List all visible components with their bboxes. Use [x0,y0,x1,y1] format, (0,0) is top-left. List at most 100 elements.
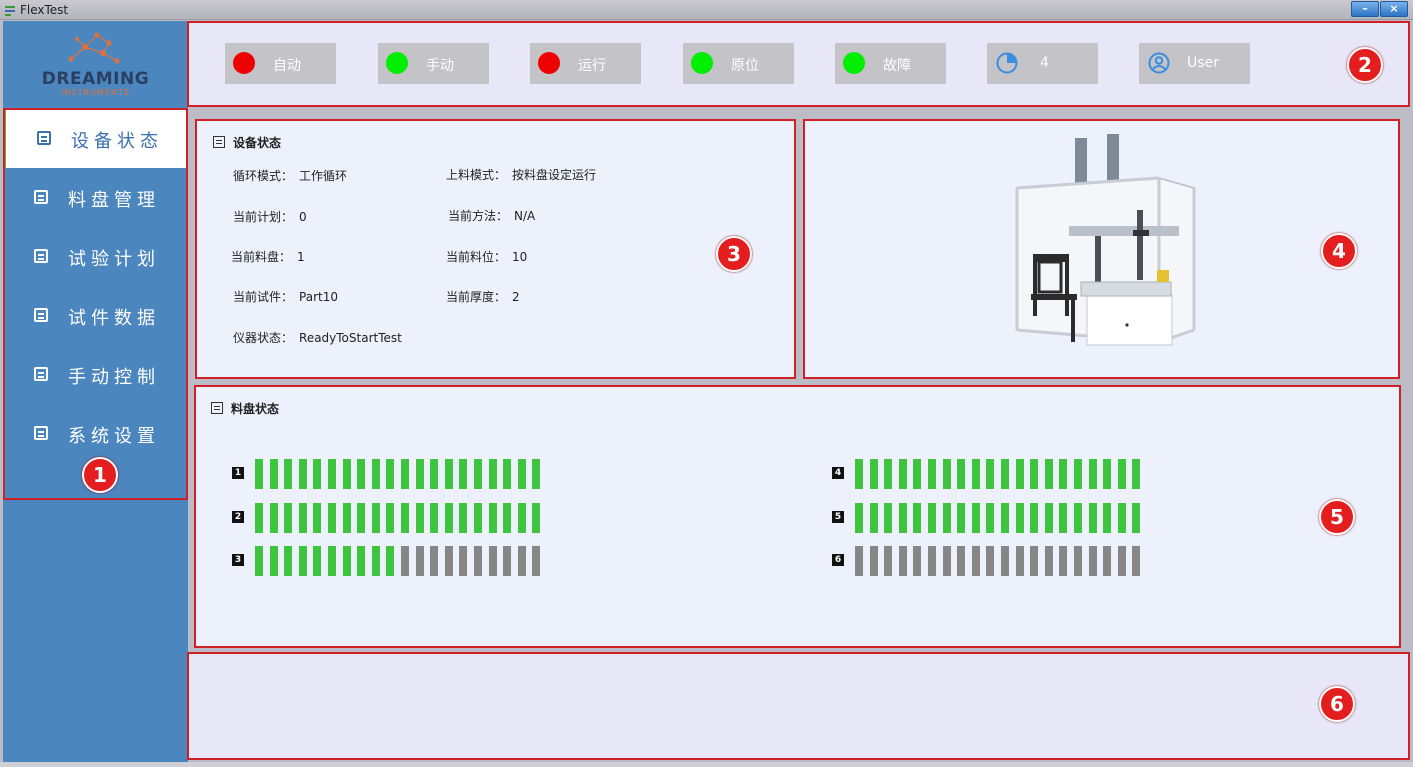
tray-slot[interactable] [1015,459,1024,489]
tray-slot[interactable] [1088,459,1097,489]
tray-slot[interactable] [269,459,278,489]
tray-slot[interactable] [928,459,936,489]
tray-slot[interactable] [913,459,922,489]
tray-slot[interactable] [1059,459,1068,489]
sidebar-item-specimen-data[interactable]: 试件数据 [3,286,188,345]
tray-slot[interactable] [1074,503,1082,533]
tray-slot[interactable] [459,503,468,533]
tray-slot[interactable] [503,546,512,576]
tray-slot[interactable] [342,459,351,489]
tray-slot[interactable] [942,503,951,533]
tray-slot[interactable] [415,459,424,489]
tray-slot[interactable] [898,546,907,576]
tray-slot[interactable] [1103,546,1112,576]
tray-slot[interactable] [255,546,263,576]
tray-slot[interactable] [532,503,541,533]
tray-slot[interactable] [386,546,395,576]
tray-slot[interactable] [971,459,980,489]
tray-slot[interactable] [298,546,307,576]
tray-slot[interactable] [1132,503,1141,533]
tray-slot[interactable] [928,503,936,533]
tray-slot[interactable] [913,546,922,576]
tray-slot[interactable] [1117,503,1126,533]
tray-slot[interactable] [357,546,366,576]
tray-slot[interactable] [313,503,322,533]
tray-slot[interactable] [328,503,336,533]
tray-slot[interactable] [1044,503,1053,533]
tray-slot[interactable] [371,503,380,533]
tray-slot[interactable] [855,459,863,489]
tray-slot[interactable] [1088,546,1097,576]
tray-slot[interactable] [1103,503,1112,533]
indicator-auto[interactable]: 自动 [225,43,336,84]
tray-slot[interactable] [1117,459,1126,489]
tray-slot[interactable] [1074,459,1082,489]
tray-slot[interactable] [430,546,439,576]
tray-slot[interactable] [855,503,863,533]
tray-slot[interactable] [1001,459,1009,489]
tray-slot[interactable] [517,459,526,489]
tray-slot[interactable] [1059,546,1068,576]
tray-slot[interactable] [430,459,439,489]
tray-slot[interactable] [928,546,936,576]
tray-slot[interactable] [532,546,541,576]
tray-slot[interactable] [1001,503,1009,533]
user-button[interactable]: User [1139,43,1250,84]
tray-slot[interactable] [1030,503,1039,533]
tray-slot[interactable] [284,503,293,533]
tray-slot[interactable] [1074,546,1082,576]
tray-slot[interactable] [1088,503,1097,533]
tray-slot[interactable] [913,503,922,533]
tray-slot[interactable] [371,459,380,489]
tray-slot[interactable] [884,546,893,576]
tray-slot[interactable] [503,503,512,533]
tray-slot[interactable] [415,546,424,576]
tray-slot[interactable] [971,546,980,576]
tray-slot[interactable] [1001,546,1009,576]
tray-slot[interactable] [898,459,907,489]
tray-slot[interactable] [1030,459,1039,489]
sidebar-item-manual-control[interactable]: 手动控制 [3,345,188,404]
tray-slot[interactable] [986,459,995,489]
sidebar-item-system-settings[interactable]: 系统设置 [3,404,188,463]
counter-button[interactable]: 4 [987,43,1098,84]
tray-slot[interactable] [488,503,497,533]
tray-slot[interactable] [328,459,336,489]
tray-slot[interactable] [342,546,351,576]
tray-slot[interactable] [898,503,907,533]
tray-slot[interactable] [986,503,995,533]
tray-slot[interactable] [459,459,468,489]
tray-slot[interactable] [957,459,966,489]
tray-slot[interactable] [328,546,336,576]
sidebar-item-test-plan[interactable]: 试验计划 [3,227,188,286]
tray-slot[interactable] [1059,503,1068,533]
tray-slot[interactable] [1044,546,1053,576]
tray-slot[interactable] [1132,546,1141,576]
tray-slot[interactable] [1103,459,1112,489]
tray-slot[interactable] [357,459,366,489]
tray-slot[interactable] [1030,546,1039,576]
tray-slot[interactable] [532,459,541,489]
tray-slot[interactable] [855,546,863,576]
tray-slot[interactable] [942,546,951,576]
indicator-manual[interactable]: 手动 [378,43,489,84]
tray-slot[interactable] [313,546,322,576]
tray-slot[interactable] [488,459,497,489]
tray-slot[interactable] [401,503,409,533]
tray-slot[interactable] [957,546,966,576]
tray-slot[interactable] [444,546,453,576]
tray-slot[interactable] [401,546,409,576]
tray-slot[interactable] [386,503,395,533]
tray-slot[interactable] [1117,546,1126,576]
tray-slot[interactable] [884,503,893,533]
tray-slot[interactable] [386,459,395,489]
tray-slot[interactable] [517,546,526,576]
tray-slot[interactable] [884,459,893,489]
tray-slot[interactable] [255,459,263,489]
tray-slot[interactable] [371,546,380,576]
tray-slot[interactable] [444,459,453,489]
tray-slot[interactable] [986,546,995,576]
tray-slot[interactable] [869,503,878,533]
tray-slot[interactable] [357,503,366,533]
tray-slot[interactable] [474,459,482,489]
